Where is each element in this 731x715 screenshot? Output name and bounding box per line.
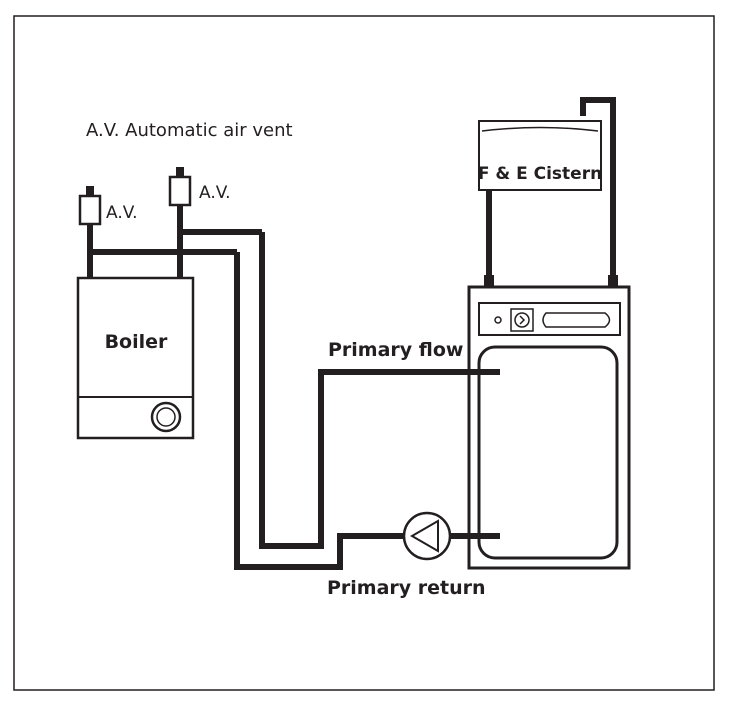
- legend-av-definition: A.V. Automatic air vent: [86, 120, 293, 141]
- cylinder-display-slot: [542, 312, 611, 328]
- cylinder-dial: [514, 312, 530, 328]
- primary-flow-pipe: [259, 232, 500, 549]
- feed-and-expansion-cistern: [478, 120, 618, 287]
- right-air-vent: [168, 167, 192, 207]
- left-air-vent: [78, 186, 102, 226]
- left-air-vent-cap: [86, 186, 94, 196]
- hot-water-cylinder-unit: [467, 285, 631, 570]
- boiler-control-dial-inner: [156, 407, 176, 427]
- cylinder-dial-housing: [510, 308, 534, 332]
- cistern-label: F & E Cistern: [478, 164, 602, 184]
- primary-flow-label: Primary flow: [328, 339, 464, 361]
- boiler-label: Boiler: [105, 331, 168, 353]
- circulating-pump: [402, 511, 452, 561]
- cistern-vent-pipe: [580, 97, 616, 287]
- diagram-frame: [13, 15, 715, 691]
- cylinder-indicator-light: [494, 316, 502, 324]
- boiler: [76, 276, 195, 440]
- right-air-vent-label: A.V.: [199, 183, 231, 203]
- primary-return-label: Primary return: [327, 577, 486, 599]
- pump-direction-arrow: [409, 519, 439, 553]
- left-air-vent-label: A.V.: [106, 203, 138, 223]
- cistern-water-line: [481, 126, 599, 132]
- cylinder-inner-tank: [477, 345, 619, 560]
- cistern-vent-outlet: [608, 275, 618, 287]
- left-air-vent-body: [78, 194, 102, 226]
- right-air-vent-body: [168, 175, 192, 207]
- cistern-body: [478, 120, 602, 191]
- cylinder-dial-pointer: [519, 315, 526, 325]
- cistern-feed-outlet: [484, 275, 494, 287]
- primary-return-pipe: [234, 252, 404, 570]
- boiler-control-dial: [150, 401, 182, 433]
- right-air-vent-cap: [176, 167, 184, 177]
